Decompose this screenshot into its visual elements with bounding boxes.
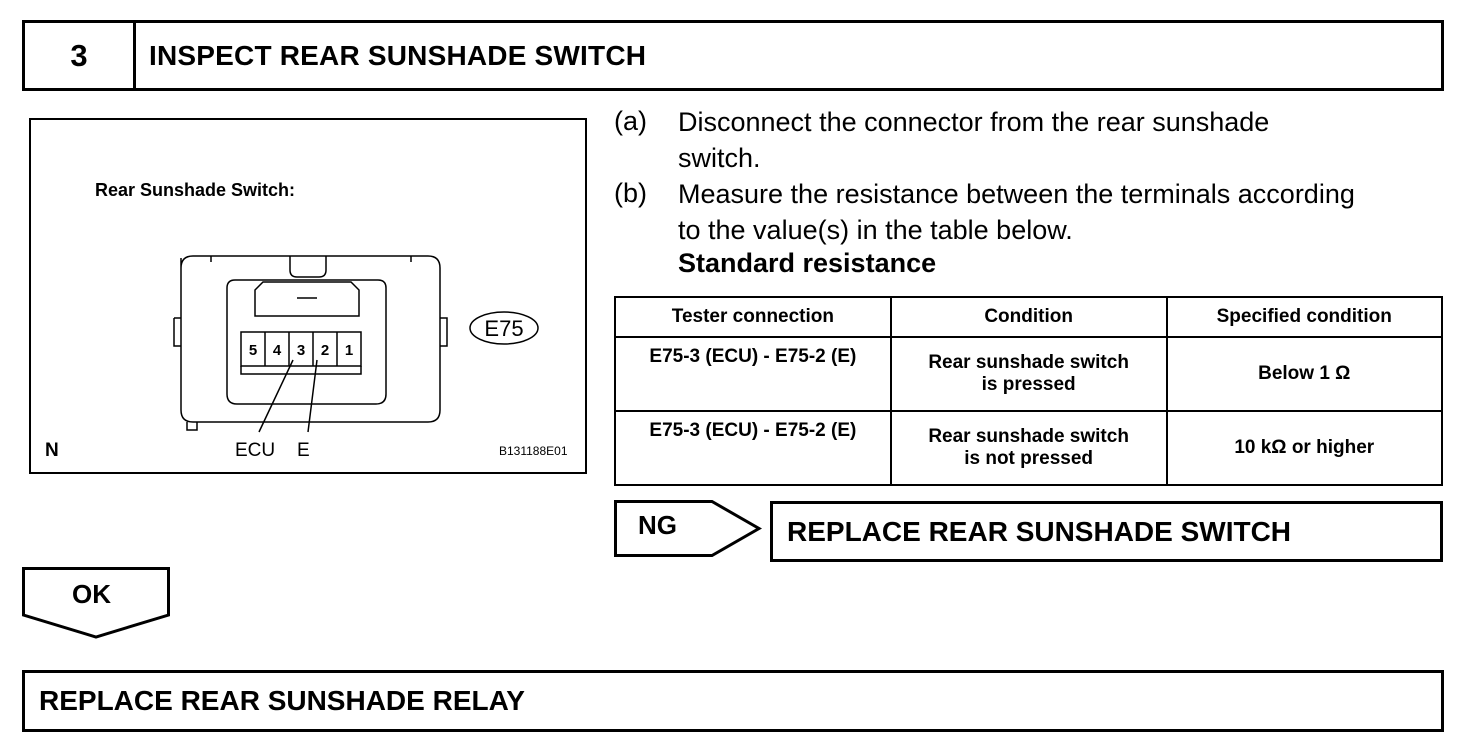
connector-housing <box>180 255 441 423</box>
connector-illustration: 5 4 3 2 1 ECU E E75 Rear Sunshade Switch… <box>29 118 587 474</box>
table-row: E75-3 (ECU) - E75-2 (E) Rear sunshade sw… <box>614 410 1443 486</box>
resistance-table: Tester connection Condition Specified co… <box>614 296 1443 486</box>
ng-action-box: REPLACE REAR SUNSHADE SWITCH <box>770 501 1443 562</box>
cell-spec: Below 1 Ω <box>1165 336 1443 412</box>
condition-line-2: is not pressed <box>964 448 1094 469</box>
ng-branch-arrow: NG <box>614 500 766 558</box>
illustration-caption: Rear Sunshade Switch: <box>95 180 296 200</box>
condition-line-2: is pressed <box>981 374 1076 395</box>
connector-id-tag <box>469 311 539 345</box>
ok-arrow-shape <box>22 567 170 639</box>
pin-5-label: 5 <box>249 342 257 359</box>
connector-id: E75 <box>484 316 523 341</box>
condition-line-1: Rear sunshade switch <box>928 426 1129 447</box>
cell-connection: E75-3 (ECU) - E75-2 (E) <box>614 336 892 412</box>
pin-2-label: 2 <box>321 342 329 359</box>
step-header: 3 INSPECT REAR SUNSHADE SWITCH <box>22 20 1444 91</box>
ecu-leader-line <box>258 359 294 433</box>
cell-condition: Rear sunshade switch is pressed <box>889 336 1168 412</box>
standard-resistance-label: Standard resistance <box>678 248 937 278</box>
header-specified-condition: Specified condition <box>1165 296 1443 338</box>
cell-condition: Rear sunshade switch is not pressed <box>889 410 1168 486</box>
ng-label: NG <box>638 510 677 540</box>
step-title: INSPECT REAR SUNSHADE SWITCH <box>149 39 647 71</box>
ok-branch-arrow: OK <box>22 567 170 639</box>
ng-arrow-shape <box>614 500 763 557</box>
cell-connection: E75-3 (ECU) - E75-2 (E) <box>614 410 892 486</box>
instruction-b-line-2: to the value(s) in the table below. <box>678 215 1073 245</box>
final-action-box: REPLACE REAR SUNSHADE RELAY <box>22 670 1444 732</box>
step-number: 3 <box>25 23 136 88</box>
table-row: E75-3 (ECU) - E75-2 (E) Rear sunshade sw… <box>614 336 1443 412</box>
instruction-b-line-1: Measure the resistance between the termi… <box>678 179 1355 209</box>
instruction-a-line-2: switch. <box>678 143 761 173</box>
e-callout: E <box>297 440 310 461</box>
header-tester-connection: Tester connection <box>614 296 892 338</box>
instruction-a-line-1: Disconnect the connector from the rear s… <box>678 107 1270 137</box>
cell-spec: 10 kΩ or higher <box>1165 410 1443 486</box>
figure-code: B131188E01 <box>499 444 568 458</box>
connector-diagram: 5 4 3 2 1 ECU E E75 <box>173 255 539 461</box>
header-condition: Condition <box>889 296 1168 338</box>
e-leader-line <box>307 359 318 433</box>
pin-4-label: 4 <box>273 342 282 359</box>
condition-line-1: Rear sunshade switch <box>928 352 1129 373</box>
instruction-b-letter: (b) <box>614 178 647 208</box>
pin-1-label: 1 <box>345 342 353 359</box>
instruction-a-letter: (a) <box>614 106 647 136</box>
ecu-callout: ECU <box>235 440 275 461</box>
table-header-row: Tester connection Condition Specified co… <box>614 296 1443 338</box>
ok-label: OK <box>72 579 111 609</box>
illustration-ref-letter: N <box>45 440 59 461</box>
pin-3-label: 3 <box>297 342 305 359</box>
